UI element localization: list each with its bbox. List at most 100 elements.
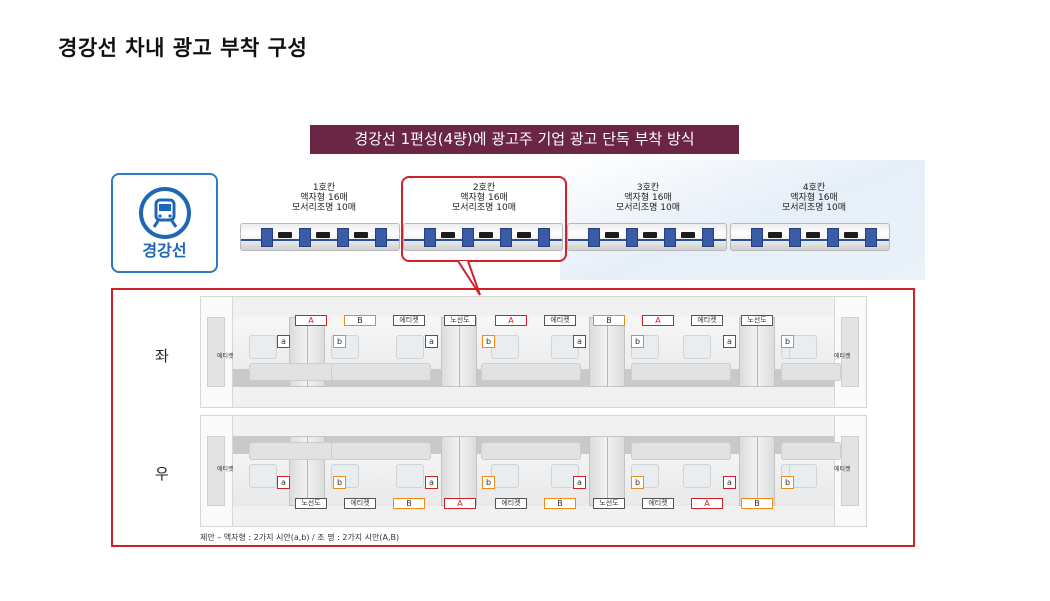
headline-banner: 경강선 1편성(4량)에 광고주 기업 광고 단독 부착 방식	[310, 125, 739, 154]
frame-ad-a: a	[425, 335, 438, 348]
train-car-1	[240, 223, 400, 251]
car-light-count: 모서리조명 10매	[616, 203, 680, 213]
seat-row	[249, 363, 333, 381]
train-car-4	[730, 223, 890, 251]
car-door	[702, 228, 714, 247]
train-car-2	[403, 223, 563, 251]
car-window	[605, 232, 619, 238]
seat-row	[331, 363, 431, 381]
light-ad-B: B	[393, 498, 425, 509]
seat-row	[481, 363, 581, 381]
frame-ad-b: b	[333, 476, 346, 489]
side-label-left: 좌	[155, 347, 169, 365]
etiquette-sign: 에티켓	[642, 498, 674, 509]
car-window	[479, 232, 493, 238]
car-window	[643, 232, 657, 238]
car-door	[538, 228, 550, 247]
interior-window	[249, 335, 277, 359]
car-door	[827, 228, 839, 247]
car-door	[500, 228, 512, 247]
background-haze	[560, 160, 925, 280]
frame-ad-a: a	[723, 476, 736, 489]
interior-window	[249, 464, 277, 488]
etiquette-sign: 에티켓	[495, 498, 527, 509]
interior-door	[441, 436, 477, 506]
end-wall-right	[834, 297, 866, 407]
interior-window	[683, 464, 711, 488]
car-window	[354, 232, 368, 238]
car-door	[751, 228, 763, 247]
car-door	[789, 228, 801, 247]
etiquette-sign: 에티켓	[393, 315, 425, 326]
car-light-count: 모서리조명 10매	[452, 203, 516, 213]
light-ad-A: A	[495, 315, 527, 326]
end-etiquette-label: 에티켓	[834, 353, 851, 360]
interior-door	[739, 436, 775, 506]
interior-frame	[111, 288, 915, 547]
car-window	[681, 232, 695, 238]
line-logo-name: 경강선	[142, 241, 187, 260]
car-info-1: 1호칸 액자형 16매 모서리조명 10매	[254, 183, 394, 213]
seat-row	[481, 442, 581, 460]
car-door	[664, 228, 676, 247]
seat-row	[331, 442, 431, 460]
car-window	[441, 232, 455, 238]
car-door	[261, 228, 273, 247]
end-etiquette-label: 에티켓	[217, 353, 234, 360]
frame-ad-a: a	[425, 476, 438, 489]
side-label-right: 우	[155, 465, 169, 483]
car-window	[844, 232, 858, 238]
car-2-highlight	[401, 176, 567, 262]
light-ad-B: B	[593, 315, 625, 326]
car-door	[865, 228, 877, 247]
end-door	[841, 317, 859, 387]
interior-window	[396, 335, 424, 359]
route-map-sign: 노선도	[295, 498, 327, 509]
car-title: 1호칸	[312, 183, 336, 193]
end-door	[841, 436, 859, 506]
route-map-sign: 노선도	[444, 315, 476, 326]
car-window	[316, 232, 330, 238]
etiquette-sign: 에티켓	[544, 315, 576, 326]
line-logo-card: 경강선	[111, 173, 218, 273]
callout-pointer	[450, 260, 481, 296]
light-ad-A: A	[642, 315, 674, 326]
end-wall-left	[201, 416, 233, 526]
car-stripe	[404, 239, 562, 241]
subway-train-icon	[139, 187, 191, 239]
car-door	[299, 228, 311, 247]
car-title: 3호칸	[636, 183, 660, 193]
end-door	[207, 317, 225, 387]
car-title: 4호칸	[802, 183, 826, 193]
car-light-count: 모서리조명 10매	[782, 203, 846, 213]
car-window	[806, 232, 820, 238]
frame-ad-a: a	[573, 476, 586, 489]
interior-door	[739, 317, 775, 387]
seat-row	[631, 363, 731, 381]
interior-window	[396, 464, 424, 488]
frame-ad-b: b	[482, 476, 495, 489]
frame-ad-b: b	[333, 335, 346, 348]
car-door	[626, 228, 638, 247]
train-car-3	[567, 223, 727, 251]
frame-ad-b: b	[482, 335, 495, 348]
car-title: 2호칸	[472, 183, 496, 193]
car-stripe	[241, 239, 399, 241]
seat-row	[631, 442, 731, 460]
end-etiquette-label: 에티켓	[217, 466, 234, 473]
proposal-footnote: 제안 – 액자형 : 2가지 시안(a,b) / 조 명 : 2가지 시안(A,…	[200, 533, 400, 542]
light-ad-A: A	[295, 315, 327, 326]
interior-door	[441, 317, 477, 387]
route-map-sign: 노선도	[741, 315, 773, 326]
frame-ad-b: b	[781, 476, 794, 489]
frame-ad-a: a	[723, 335, 736, 348]
car-window	[517, 232, 531, 238]
car-stripe	[731, 239, 889, 241]
car-door	[337, 228, 349, 247]
etiquette-sign: 에티켓	[691, 315, 723, 326]
car-window	[768, 232, 782, 238]
end-wall-left	[201, 297, 233, 407]
car-door	[375, 228, 387, 247]
